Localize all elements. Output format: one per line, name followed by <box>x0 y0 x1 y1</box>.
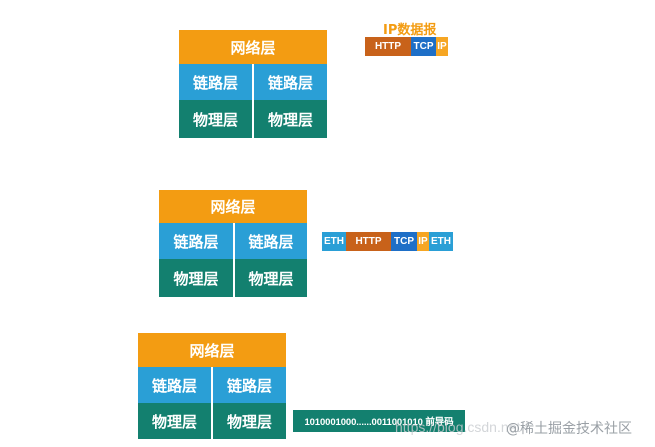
link-layer-right: 链路层 <box>254 64 327 100</box>
stack-divider <box>233 223 235 297</box>
bitstream-preamble: 1010001000......0011001010 前导码 <box>293 410 465 432</box>
frame-eth-header: ETH <box>322 232 346 251</box>
url-watermark: https://blog.csdn.net <box>395 419 521 435</box>
frame-http: HTTP <box>346 232 391 251</box>
network-layer: 网络层 <box>159 190 307 223</box>
physical-layer-right: 物理层 <box>254 100 327 138</box>
physical-layer-left: 物理层 <box>138 403 211 439</box>
link-layer-left: 链路层 <box>159 223 233 259</box>
link-layer-right: 链路层 <box>213 367 286 403</box>
link-layer-left: 链路层 <box>138 367 211 403</box>
frame-eth-trailer: ETH <box>429 232 453 251</box>
packet1-tcp: TCP <box>411 37 436 56</box>
site-watermark: @稀土掘金技术社区 <box>506 421 632 437</box>
physical-layer-right: 物理层 <box>213 403 286 439</box>
link-layer-left: 链路层 <box>179 64 252 100</box>
packet1-http: HTTP <box>365 37 411 56</box>
network-layer: 网络层 <box>138 333 286 367</box>
link-layer-right: 链路层 <box>235 223 307 259</box>
physical-layer-left: 物理层 <box>159 259 233 297</box>
physical-layer-left: 物理层 <box>179 100 252 138</box>
frame-tcp: TCP <box>391 232 417 251</box>
network-layer: 网络层 <box>179 30 327 64</box>
stack-divider <box>252 64 254 138</box>
frame-ip: IP <box>417 232 429 251</box>
physical-layer-right: 物理层 <box>235 259 307 297</box>
protocol-stack-3: 网络层 链路层 链路层 物理层 物理层 <box>138 333 286 439</box>
ip-datagram-title: IP数据报 <box>383 23 437 38</box>
protocol-stack-1: 网络层 链路层 链路层 物理层 物理层 <box>179 30 327 138</box>
packet1-ip: IP <box>436 37 448 56</box>
stack-divider <box>211 367 213 439</box>
protocol-stack-2: 网络层 链路层 链路层 物理层 物理层 <box>159 190 307 297</box>
